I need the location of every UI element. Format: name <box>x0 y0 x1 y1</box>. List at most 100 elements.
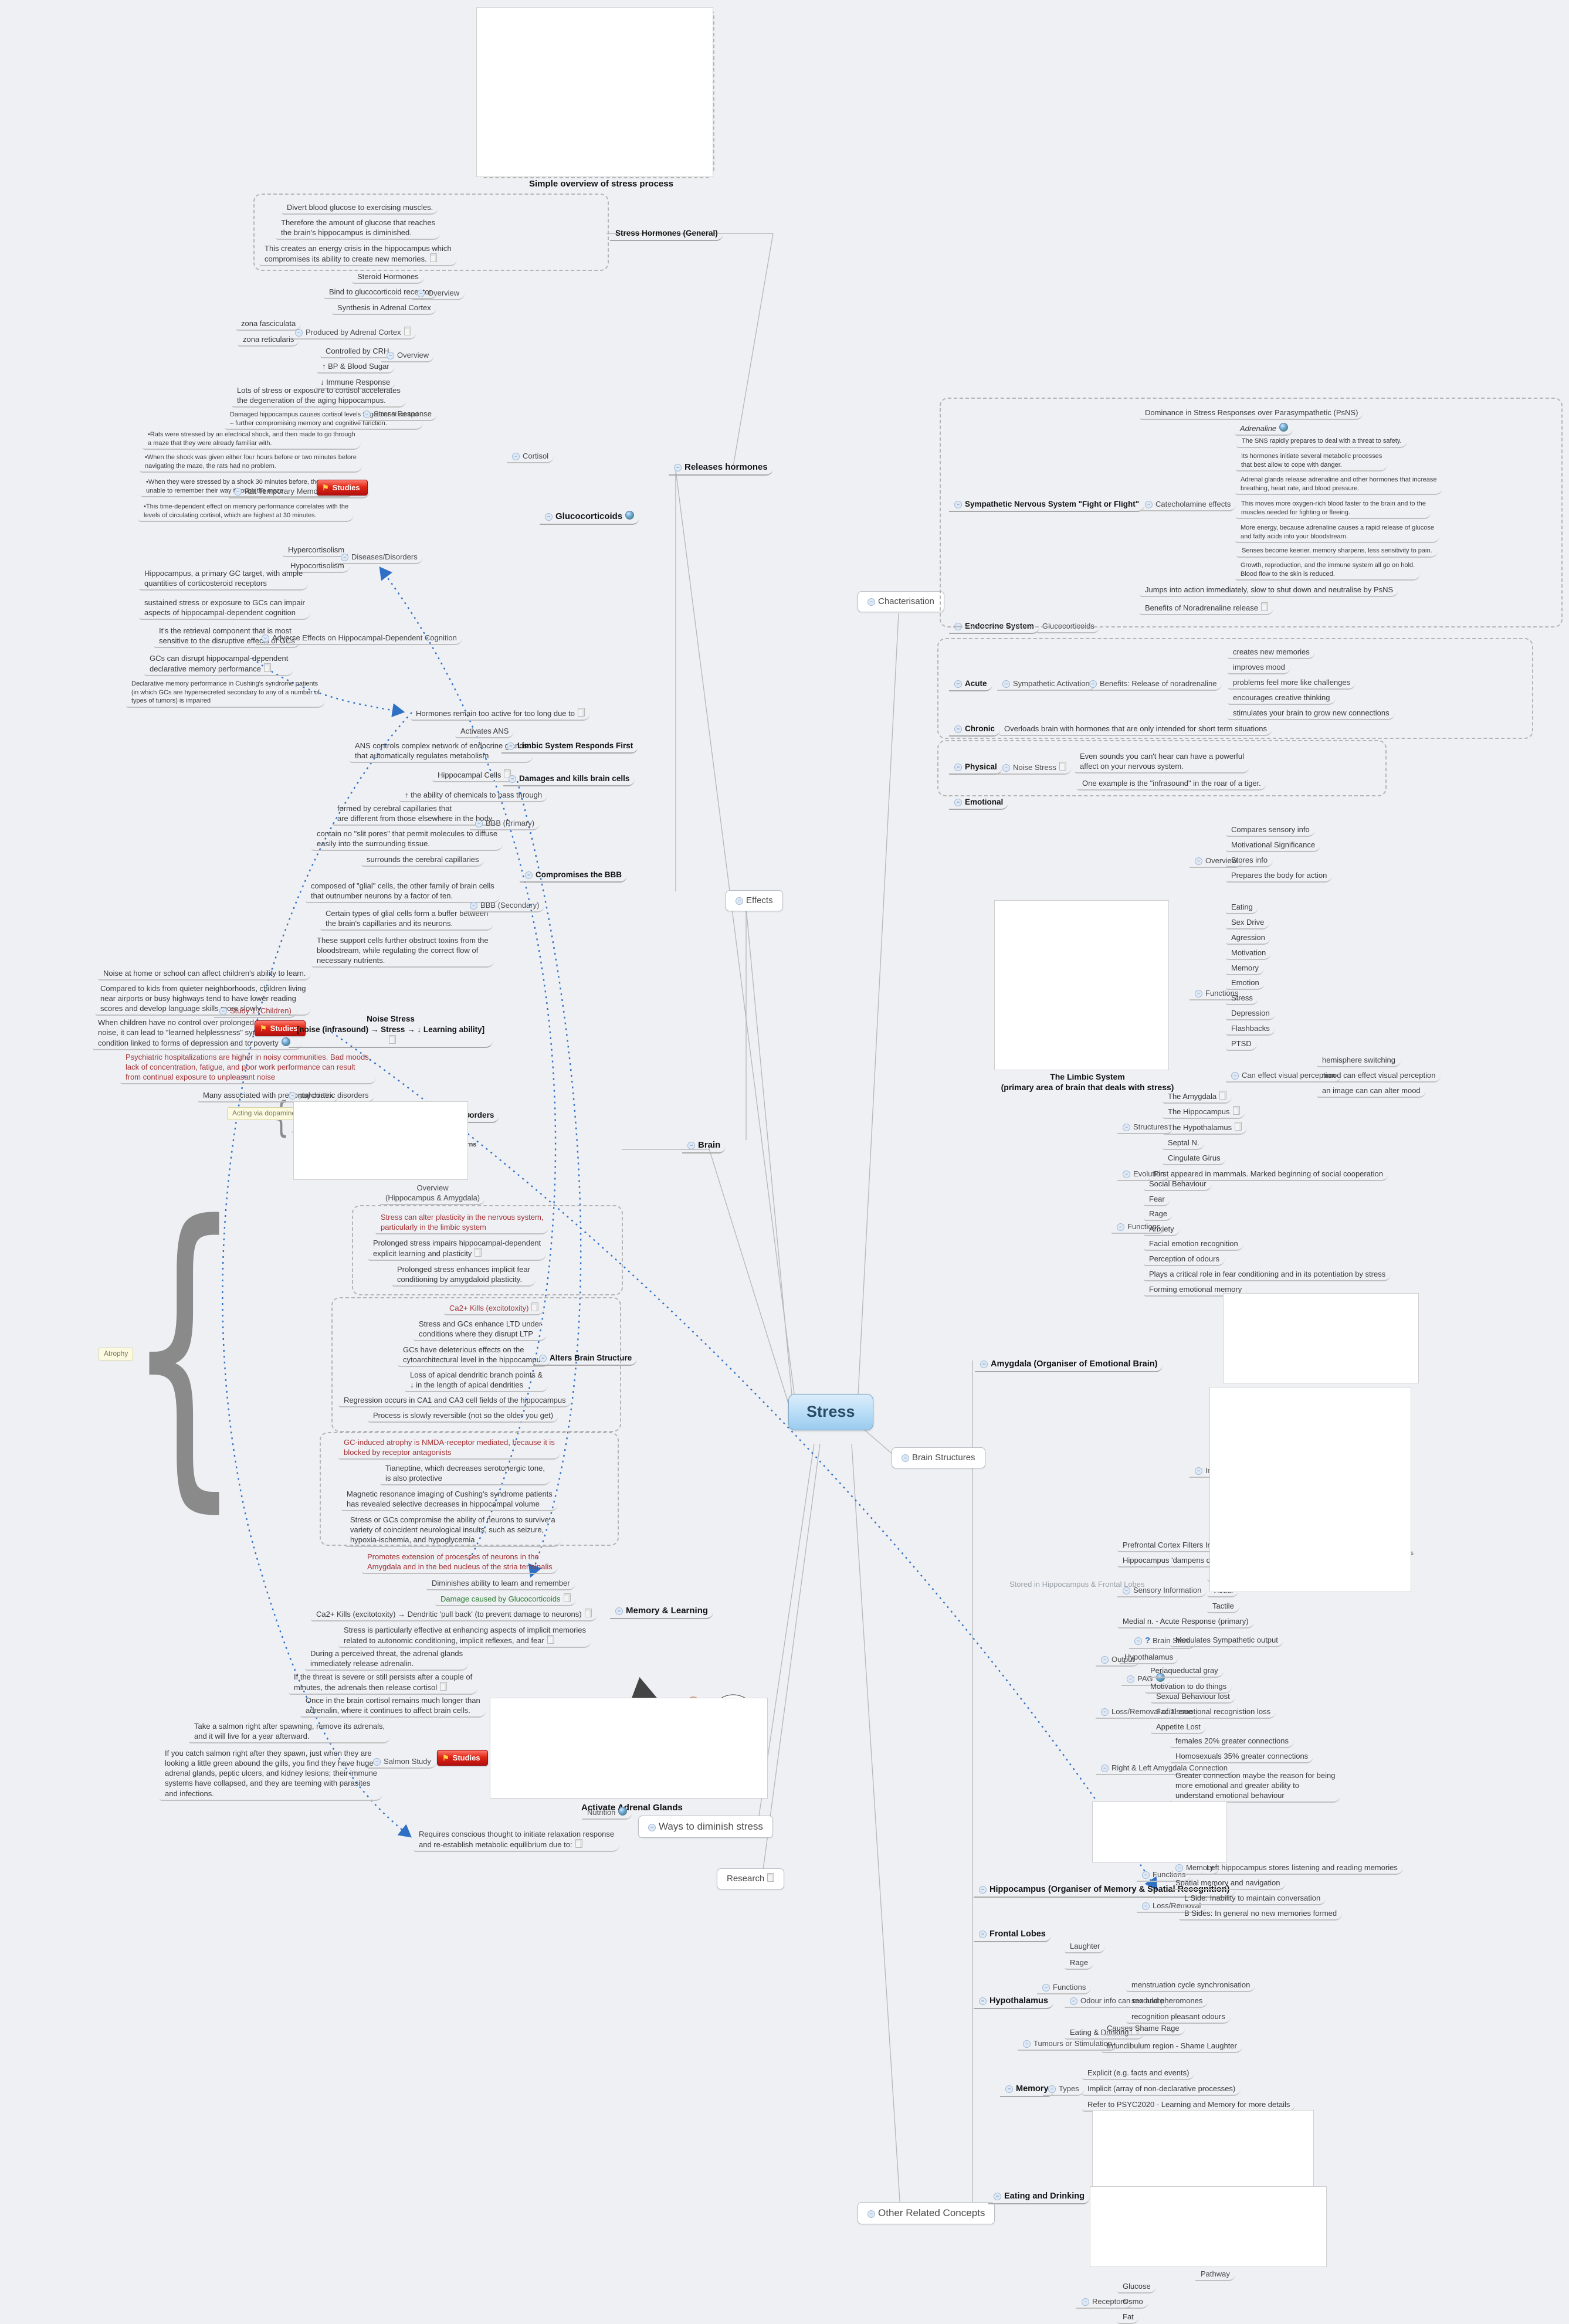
prepares-body[interactable]: Prepares the body for action <box>1226 870 1333 883</box>
prolonged-enhances[interactable]: Prolonged stress enhances implicit fear … <box>392 1264 536 1287</box>
collapse-icon[interactable]: − <box>1231 1072 1239 1080</box>
creative-thinking[interactable]: encourages creative thinking <box>1228 692 1336 705</box>
notes-icon[interactable] <box>563 1593 571 1602</box>
adv-3[interactable]: It's the retrieval component that is mos… <box>154 625 300 649</box>
psychiatric-disorders[interactable]: −psychiatric disorders <box>283 1090 374 1103</box>
rat-b4[interactable]: •This time-dependent effect on memory pe… <box>138 502 354 523</box>
collapse-icon[interactable]: − <box>994 2193 1001 2200</box>
prolonged-impairs[interactable]: Prolonged stress impairs hippocampal-dep… <box>368 1237 547 1261</box>
adrenaline-it[interactable]: Adrenaline <box>1235 422 1294 436</box>
zona-fasciculata[interactable]: zona fasciculata <box>236 318 301 331</box>
problems-challenges[interactable]: problems feel more like challenges <box>1228 677 1356 690</box>
root-topic-stress[interactable]: Stress <box>788 1394 873 1430</box>
collapse-icon[interactable]: − <box>1145 501 1153 508</box>
collapse-icon[interactable]: − <box>1142 1902 1150 1910</box>
notes-icon[interactable] <box>1232 1106 1240 1115</box>
collapse-icon[interactable]: − <box>1070 1997 1077 2005</box>
adverse-effects[interactable]: −Adverse Effects on Hippocampal-Dependen… <box>256 632 462 646</box>
collapse-icon[interactable]: − <box>979 1997 987 2005</box>
af-fear[interactable]: Fear <box>1144 1193 1170 1207</box>
collapse-icon[interactable]: − <box>373 1758 381 1766</box>
catecholamine[interactable]: −Catecholamine effects <box>1140 498 1236 512</box>
notes-icon[interactable] <box>547 1635 554 1644</box>
dendritic-pullback[interactable]: Ca2+ Kills (excitotoxity) → Dendritic 'p… <box>311 1608 597 1622</box>
infundibulum[interactable]: Infundibulum region - Shame Laughter <box>1102 2040 1242 2054</box>
af-social[interactable]: Social Behaviour <box>1144 1178 1212 1192</box>
rl-amygdala[interactable]: −Right & Left Amygdala Connection <box>1096 1762 1233 1776</box>
frontal-lobes[interactable]: −Frontal Lobes <box>974 1928 1051 1943</box>
eating-drinking-topic[interactable]: −Eating and Drinking <box>988 2190 1090 2205</box>
studies-badge-3[interactable]: ⚑Studies <box>437 1750 488 1766</box>
f-flashbacks[interactable]: Flashbacks <box>1226 1023 1275 1036</box>
notes-icon[interactable] <box>264 663 272 673</box>
collapse-icon[interactable]: − <box>1117 1223 1124 1231</box>
compromises-bbb[interactable]: −Compromises the BBB <box>520 869 628 883</box>
apical-loss[interactable]: Loss of apical dendritic branch points &… <box>405 1369 548 1393</box>
collapse-icon[interactable]: − <box>219 1007 227 1015</box>
regression-ca1[interactable]: Regression occurs in CA1 and CA3 cell fi… <box>338 1395 571 1408</box>
salmon-study[interactable]: −Salmon Study <box>368 1756 436 1769</box>
collapse-icon[interactable]: − <box>470 902 477 910</box>
mood-visual[interactable]: mood can effect visual perception <box>1317 1070 1441 1083</box>
damages-kills[interactable]: −Damages and kills brain cells <box>503 773 635 786</box>
notes-icon[interactable] <box>767 1873 775 1882</box>
overview-hippo-amyg[interactable]: Overview (Hippocampus & Amygdala) <box>380 1182 486 1206</box>
hippocampus-organiser[interactable]: −Hippocampus (Organiser of Memory & Spat… <box>974 1884 1235 1898</box>
collapse-icon[interactable]: − <box>979 1931 987 1938</box>
collapse-icon[interactable]: − <box>954 680 962 688</box>
hip-loss-removal[interactable]: −Loss/Removal <box>1137 1900 1207 1914</box>
notes-icon[interactable] <box>575 1839 582 1848</box>
other-related-topic[interactable]: −Other Related Concepts <box>858 2202 995 2225</box>
sh-energy-crisis[interactable]: This creates an energy crisis in the hip… <box>259 243 457 267</box>
first-mammals[interactable]: First appeared in mammals. Marked beginn… <box>1148 1168 1388 1182</box>
grow-connections[interactable]: stimulates your brain to grow new connec… <box>1228 707 1395 721</box>
memory-topic[interactable]: −Memory <box>1000 2083 1054 2098</box>
stress-hormones-general[interactable]: Stress Hormones (General) <box>610 228 723 241</box>
hypothalamus-topic[interactable]: −Hypothalamus <box>974 1995 1053 2010</box>
lots-of-stress[interactable]: Lots of stress or exposure to cortisol a… <box>232 385 406 408</box>
sns-rapidly[interactable]: The SNS rapidly prepares to deal with a … <box>1236 436 1407 448</box>
the-hypothalamus[interactable]: The Hypothalamus <box>1163 1121 1248 1135</box>
bbb-secondary[interactable]: −BBB (Secondary) <box>465 900 545 913</box>
sounds-cant-hear[interactable]: Even sounds you can't hear can have a po… <box>1075 751 1249 774</box>
stress-response[interactable]: −Stress Response <box>358 408 437 422</box>
rat-b1[interactable]: •Rats were stressed by an electrical sho… <box>143 430 361 450</box>
creates-memories[interactable]: creates new memories <box>1228 646 1315 660</box>
collapse-icon[interactable]: − <box>648 1824 656 1831</box>
limbic-functions[interactable]: −Functions <box>1190 988 1244 1001</box>
alter-plasticity[interactable]: Stress can alter plasticity in the nervo… <box>375 1212 549 1235</box>
menstruation[interactable]: menstruation cycle synchronisation <box>1126 1979 1256 1993</box>
f-agression[interactable]: Agression <box>1226 932 1270 945</box>
hypercortisolism[interactable]: Hypercortisolism <box>283 544 350 558</box>
shame-rage[interactable]: Causes Shame Rage <box>1102 2023 1185 2036</box>
spatial-memory[interactable]: Spatial memory and navigation <box>1170 1877 1286 1891</box>
collapse-icon[interactable]: − <box>525 871 533 879</box>
chacterisation[interactable]: −Chacterisation <box>858 591 944 612</box>
salmon-1[interactable]: Take a salmon right after spawning, remo… <box>189 1721 391 1744</box>
image-alter-mood[interactable]: an image can can alter mood <box>1317 1085 1426 1098</box>
af-fear-conditioning[interactable]: Plays a critical role in fear conditioni… <box>1144 1268 1391 1282</box>
notes-icon[interactable] <box>1260 602 1268 611</box>
adrenal-release[interactable]: Adrenal glands release adrenaline and ot… <box>1235 475 1442 496</box>
f-sexdrive[interactable]: Sex Drive <box>1226 917 1270 930</box>
tactile[interactable]: Tactile <box>1207 1600 1239 1614</box>
f-motivation[interactable]: Motivation <box>1226 947 1272 961</box>
the-hippocampus[interactable]: The Hippocampus <box>1163 1105 1245 1119</box>
zona-reticularis[interactable]: zona reticularis <box>238 334 300 347</box>
collapse-icon[interactable]: − <box>1123 1124 1130 1131</box>
the-amygdala[interactable]: The Amygdala <box>1163 1090 1232 1104</box>
dominance[interactable]: Dominance in Stress Responses over Paras… <box>1140 407 1364 420</box>
adv-1[interactable]: Hippocampus, a primary GC target, with a… <box>139 568 309 591</box>
mri-cushings[interactable]: Magnetic resonance imaging of Cushing's … <box>341 1488 558 1512</box>
collapse-icon[interactable]: − <box>736 897 743 905</box>
diminishes-learn[interactable]: Diminishes ability to learn and remember <box>426 1577 575 1591</box>
glucocorticoids[interactable]: −Glucocorticoids <box>540 510 640 525</box>
modulates-sympathetic[interactable]: Modulates Sympathetic output <box>1170 1634 1283 1648</box>
mem-types[interactable]: −Types <box>1043 2083 1085 2096</box>
oxygen-blood[interactable]: This moves more oxygen-rich blood faster… <box>1236 499 1431 520</box>
pleasant-odours[interactable]: recognition pleasant odours <box>1126 2011 1231 2024</box>
overview-2[interactable]: −Overview <box>381 350 435 363</box>
af-facial[interactable]: Facial emotion recognition <box>1144 1238 1243 1251</box>
surrounds-capillaries[interactable]: surrounds the cerebral capillaries <box>361 854 484 867</box>
bp-blood-sugar[interactable]: ↑ BP & Blood Sugar <box>317 361 395 374</box>
